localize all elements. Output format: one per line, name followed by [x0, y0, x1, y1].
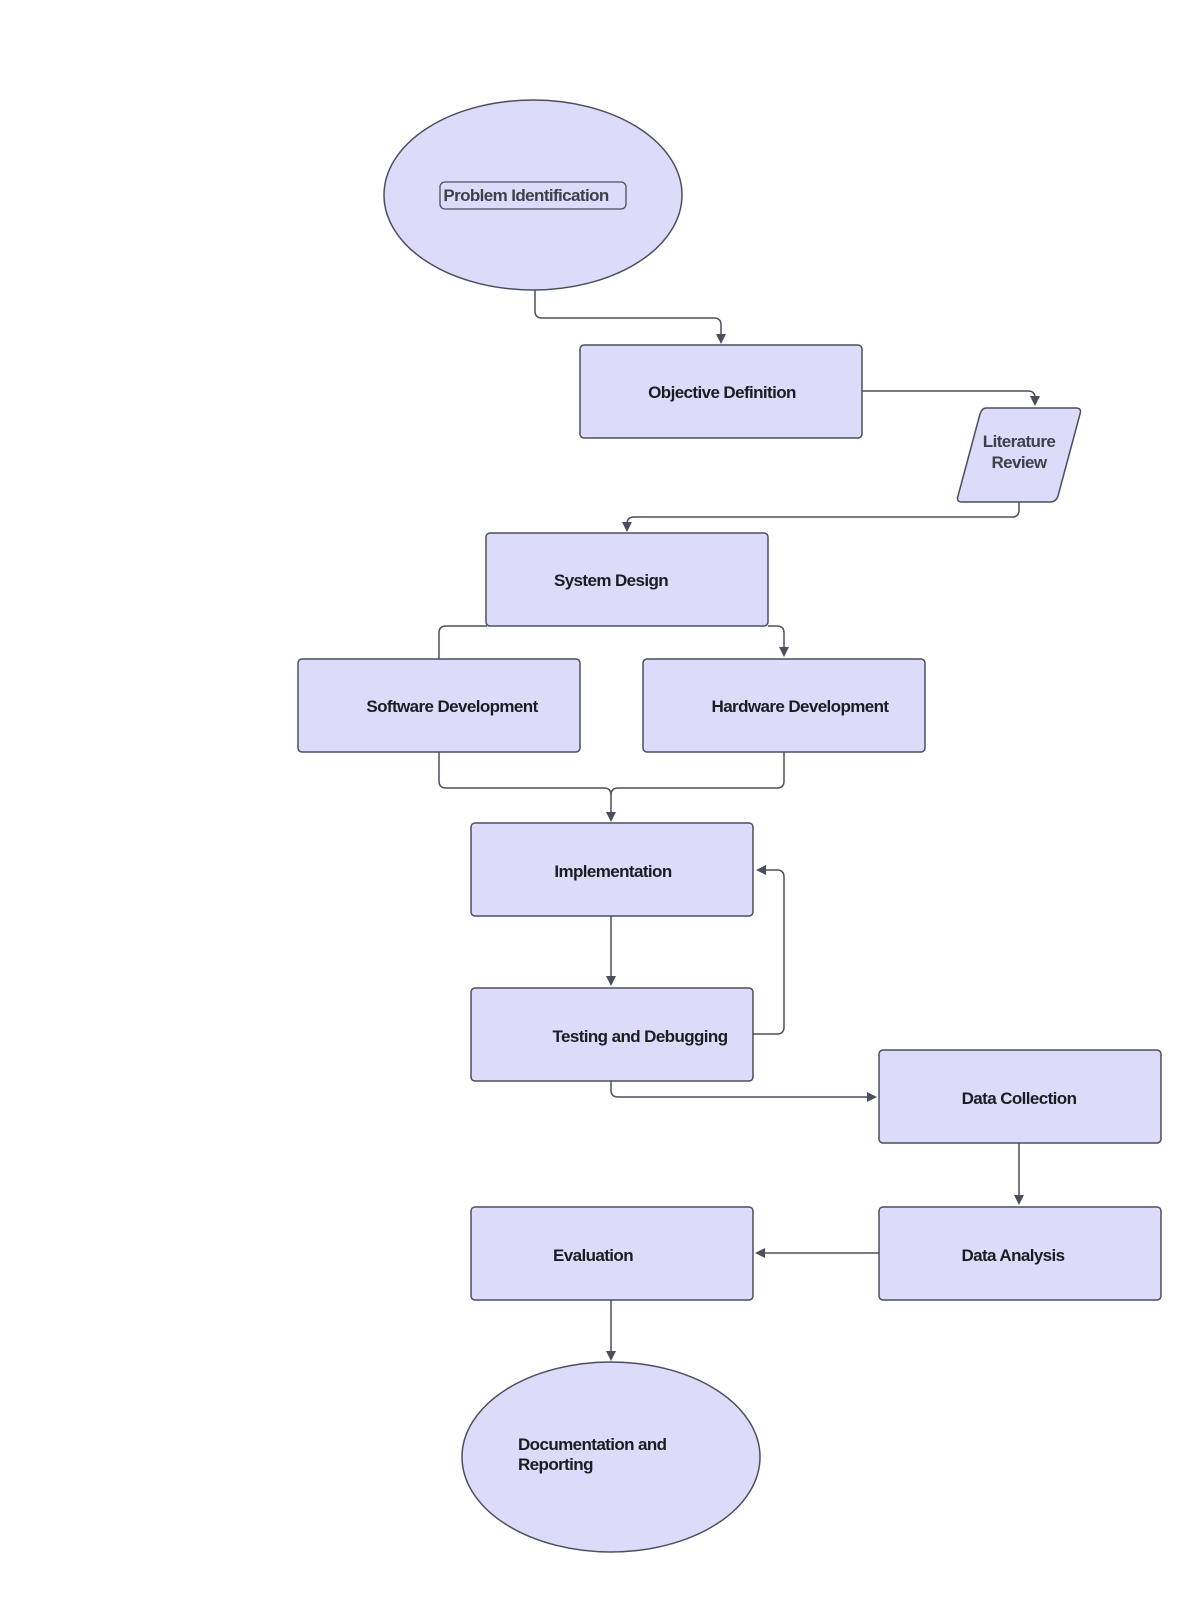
- node-label: System Design: [554, 571, 668, 590]
- arrowhead-data-analysis: [1014, 1195, 1024, 1205]
- edges: [438, 290, 1040, 1361]
- node-label-line2: Review: [992, 453, 1048, 472]
- node-evaluation[interactable]: Evaluation: [470, 1206, 754, 1301]
- edge-testing-to-data-collection: [610, 1081, 868, 1098]
- arrowhead-implementation-loop: [756, 865, 766, 875]
- node-literature-review[interactable]: Literature Review: [956, 407, 1082, 503]
- node-testing-debugging[interactable]: Testing and Debugging: [470, 987, 754, 1082]
- rectangle-shape: [470, 822, 754, 917]
- node-documentation-reporting[interactable]: Documentation and Reporting: [461, 1361, 761, 1553]
- node-label: Testing and Debugging: [552, 1027, 727, 1046]
- rectangle-shape: [485, 532, 769, 627]
- node-objective-definition[interactable]: Objective Definition: [579, 344, 863, 439]
- node-label: Data Analysis: [961, 1246, 1064, 1265]
- node-label: Software Development: [366, 697, 538, 716]
- node-label-line1: Literature: [983, 432, 1056, 451]
- edge-hardware-to-implementation: [610, 752, 785, 813]
- rectangle-shape: [642, 658, 926, 753]
- arrowhead-testing: [606, 976, 616, 986]
- edge-problem-to-objective: [534, 290, 722, 335]
- arrowhead-literature: [1030, 396, 1040, 406]
- rectangle-shape: [470, 1206, 754, 1301]
- node-hardware-development[interactable]: Hardware Development: [642, 658, 926, 753]
- arrowhead-implementation: [606, 812, 616, 822]
- node-data-analysis[interactable]: Data Analysis: [878, 1206, 1162, 1301]
- rectangle-shape: [878, 1049, 1162, 1144]
- node-implementation[interactable]: Implementation: [470, 822, 754, 917]
- arrowhead-evaluation: [755, 1248, 765, 1258]
- node-problem-identification[interactable]: Problem Identification: [383, 99, 683, 291]
- edge-literature-to-system-design: [626, 502, 1020, 525]
- arrowhead-objective: [716, 334, 726, 344]
- node-label: Hardware Development: [712, 697, 890, 716]
- node-label: Problem Identification: [443, 186, 609, 205]
- node-software-development[interactable]: Software Development: [297, 658, 581, 753]
- arrowhead-documentation: [606, 1351, 616, 1361]
- ellipse-shape: [461, 1361, 761, 1553]
- node-data-collection[interactable]: Data Collection: [878, 1049, 1162, 1144]
- rectangle-shape: [470, 987, 754, 1082]
- node-label-line2: Reporting: [518, 1455, 593, 1474]
- arrowhead-data-collection: [867, 1092, 877, 1102]
- rectangle-shape: [579, 344, 863, 439]
- rectangle-shape: [297, 658, 581, 753]
- rectangle-shape: [878, 1206, 1162, 1301]
- label-box: [439, 181, 627, 210]
- edge-system-design-to-hardware: [768, 625, 785, 648]
- ellipse-shape: [383, 99, 683, 291]
- arrowhead-system-design: [622, 522, 632, 532]
- node-label: Implementation: [554, 862, 671, 881]
- nodes: Problem Identification Objective Definit…: [297, 99, 1162, 1553]
- parallelogram-shape: [956, 407, 1082, 503]
- node-label-line1: Documentation and: [518, 1435, 667, 1454]
- node-label: Data Collection: [962, 1089, 1077, 1108]
- node-system-design[interactable]: System Design: [485, 532, 769, 627]
- edge-objective-to-literature: [862, 390, 1036, 399]
- edge-testing-to-implementation-loop: [753, 869, 785, 1035]
- edge-system-design-to-software: [438, 625, 487, 659]
- node-label: Objective Definition: [648, 383, 796, 402]
- arrowhead-hardware: [779, 647, 789, 657]
- node-label: Evaluation: [553, 1246, 633, 1265]
- edge-software-to-implementation: [438, 752, 612, 796]
